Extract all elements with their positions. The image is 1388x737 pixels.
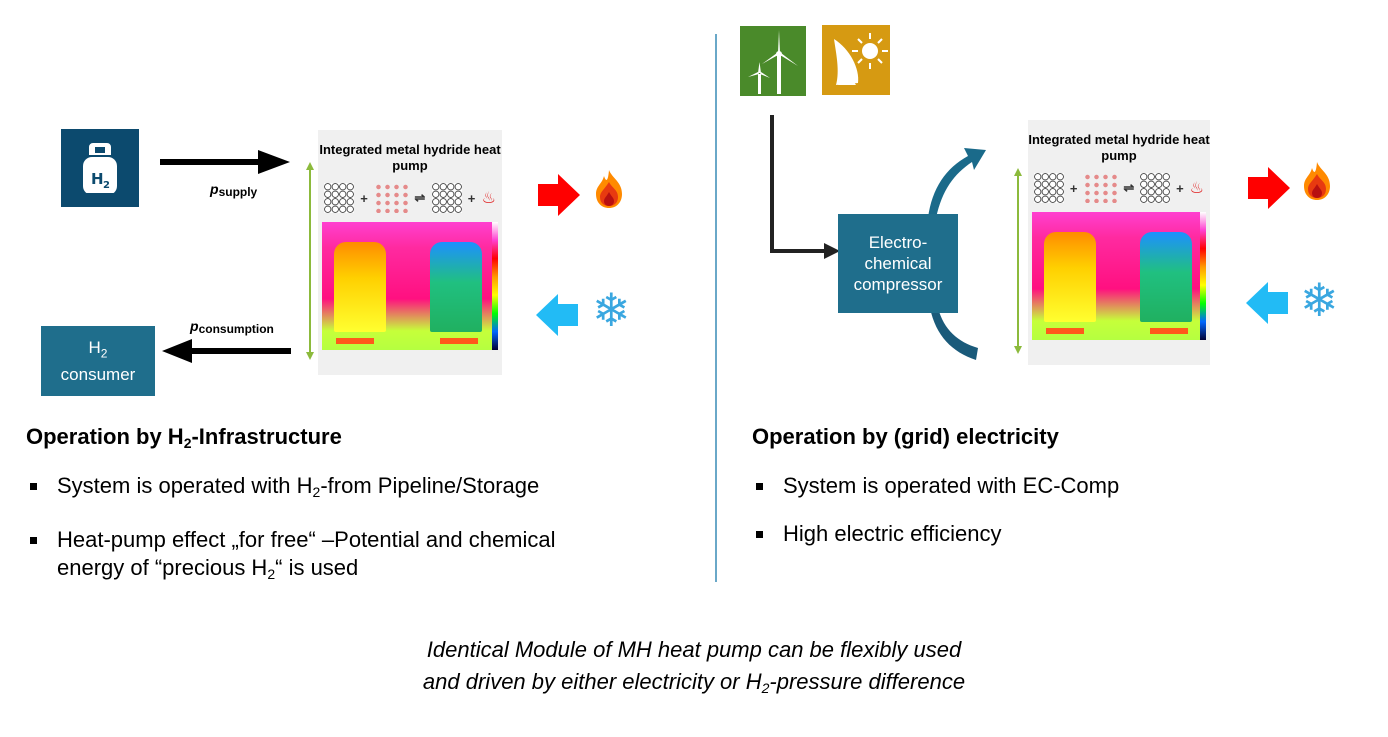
pressure-range-arrow-right <box>1014 168 1022 354</box>
heat-pump-card-right: Integrated metal hydride heat pump + ⇌ +… <box>1028 120 1210 365</box>
flame-icon <box>1304 162 1330 200</box>
metal-hydride-lattice-icon <box>431 183 462 213</box>
electrochemical-compressor-box: Electro- chemical compressor <box>838 214 958 313</box>
cold-in-arrow <box>536 294 578 336</box>
p-supply-label: psupply <box>210 181 258 199</box>
cold-in-arrow <box>1246 282 1288 324</box>
h2-consumer-box: H2 consumer <box>41 326 155 396</box>
heat-out-arrow <box>538 174 580 216</box>
h2-tank-icon: H 2 <box>61 129 139 207</box>
hydrogen-molecules-icon <box>374 183 409 213</box>
panel-divider <box>715 34 717 582</box>
reaction-equation: + ⇌ + ♨ <box>1028 170 1210 206</box>
small-flame-icon: ♨ <box>481 190 496 207</box>
metal-hydride-lattice-icon <box>1140 173 1171 203</box>
flame-icon <box>596 170 622 208</box>
hydrogen-molecules-icon <box>1083 173 1118 203</box>
heat-pump-title: Integrated metal hydride heat pump <box>1028 132 1210 163</box>
metal-lattice-icon <box>1034 173 1064 203</box>
left-bullet-list: System is operated with H2-from Pipeline… <box>26 472 706 588</box>
bullet-item: High electric efficiency <box>752 520 1352 548</box>
small-flame-icon: ♨ <box>1189 180 1204 197</box>
reaction-equation: + ⇌ + ♨ <box>318 180 502 216</box>
left-heading: Operation by H2-Infrastructure <box>26 424 342 451</box>
thermal-image <box>1032 212 1206 340</box>
bullet-item: Heat-pump effect „for free“ –Potential a… <box>26 526 586 588</box>
heat-pump-title: Integrated metal hydride heat pump <box>319 142 501 173</box>
heat-out-arrow <box>1248 167 1290 209</box>
compressor-flow-arrows <box>928 148 986 360</box>
solar-dish-icon <box>822 25 890 95</box>
pressure-range-arrow <box>306 162 314 360</box>
snowflake-icon: ❄ <box>592 284 631 336</box>
metal-lattice-icon <box>324 183 354 213</box>
supply-arrow <box>160 150 290 174</box>
snowflake-icon: ❄ <box>1300 274 1339 326</box>
bullet-item: System is operated with EC-Comp <box>752 472 1352 500</box>
svg-text:2: 2 <box>103 180 110 191</box>
wind-turbine-icon <box>740 26 806 96</box>
svg-text:H: H <box>91 170 104 188</box>
footer-note: Identical Module of MH heat pump can be … <box>422 637 966 696</box>
p-consumption-label: pconsumption <box>190 318 274 336</box>
right-bullet-list: System is operated with EC-Comp High ele… <box>752 472 1352 548</box>
consumption-arrow <box>162 339 291 363</box>
power-feed-arrow <box>770 115 840 259</box>
thermal-image <box>322 222 498 350</box>
bullet-item: System is operated with H2-from Pipeline… <box>26 472 706 506</box>
right-heading: Operation by (grid) electricity <box>752 424 1059 449</box>
heat-pump-card-left: Integrated metal hydride heat pump + ⇌ +… <box>318 130 502 375</box>
